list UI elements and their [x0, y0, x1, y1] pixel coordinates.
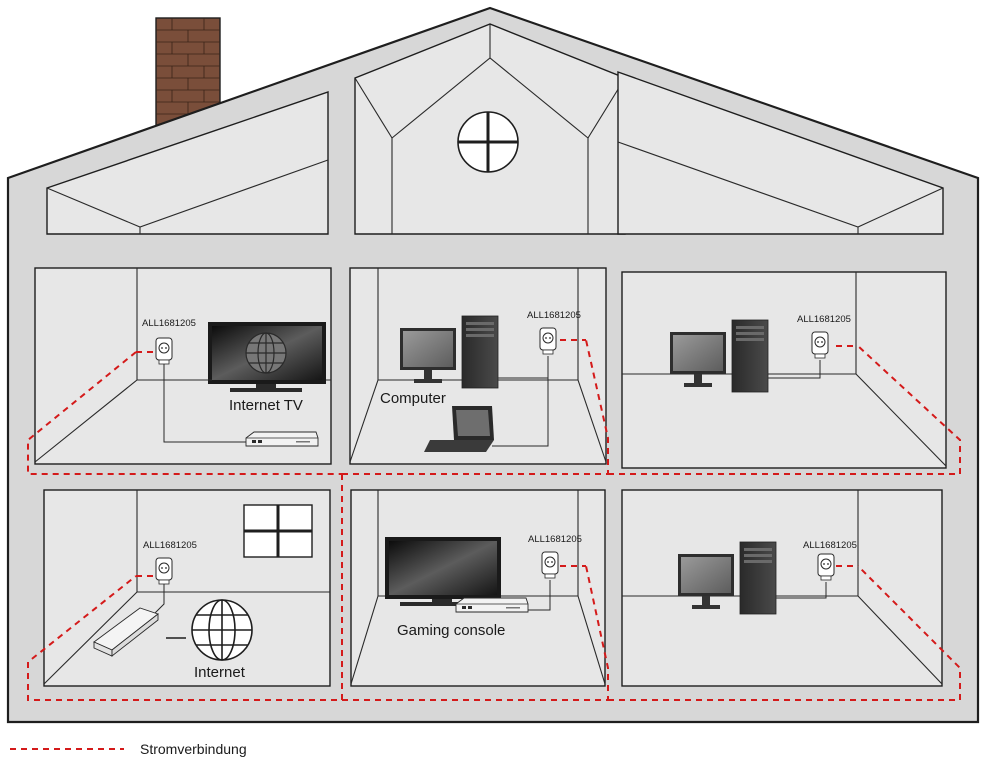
power-line: [27, 339, 961, 701]
globe-icon: [245, 332, 287, 374]
internet-label: Internet: [194, 664, 246, 681]
tv-icon: [385, 537, 501, 606]
legend: Stromverbindung: [10, 741, 247, 757]
pc-right-upper-setup: ALL1681205: [669, 314, 851, 393]
adapter-model-label: ALL1681205: [797, 314, 851, 325]
adapter-model-label: ALL1681205: [527, 310, 581, 321]
adapter-icon: [541, 551, 559, 579]
adapter-model-label: ALL1681205: [143, 540, 197, 551]
adapter-icon: [155, 337, 173, 365]
computer-label: Computer: [380, 390, 446, 407]
attic-left: [46, 91, 329, 235]
gaming-setup: ALL1681205 Gaming console: [385, 534, 582, 639]
adapter-icon: [539, 327, 557, 355]
settop-box-icon: [245, 431, 319, 447]
internet-setup: ALL1681205 Internet: [93, 540, 253, 681]
adapter-icon: [155, 557, 173, 585]
round-window: [457, 111, 519, 173]
laptop-icon: [424, 406, 494, 452]
legend-label: Stromverbindung: [140, 741, 247, 757]
room-internet: [43, 489, 331, 687]
adapter-model-label: ALL1681205: [142, 318, 196, 329]
adapter-model-label: ALL1681205: [528, 534, 582, 545]
room-pc-right-lower: [621, 489, 943, 687]
tv-icon: [208, 322, 326, 392]
chimney: [155, 17, 221, 127]
gaming-console-label: Gaming console: [397, 622, 505, 639]
adapter-model-label: ALL1681205: [803, 540, 857, 551]
attic-right: [617, 71, 944, 235]
tv-setup: ALL1681205 Internet TV: [142, 318, 326, 447]
internet-globe-icon: [191, 599, 253, 661]
modem-icon: [93, 607, 159, 657]
adapter-icon: [817, 553, 835, 581]
game-console-icon: [455, 597, 529, 613]
computer-setup: ALL1681205 Computer: [380, 310, 581, 452]
adapter-icon: [811, 331, 829, 359]
square-window: [243, 504, 313, 558]
pc-right-lower-setup: ALL1681205: [677, 540, 857, 615]
internet-tv-label: Internet TV: [229, 397, 303, 414]
